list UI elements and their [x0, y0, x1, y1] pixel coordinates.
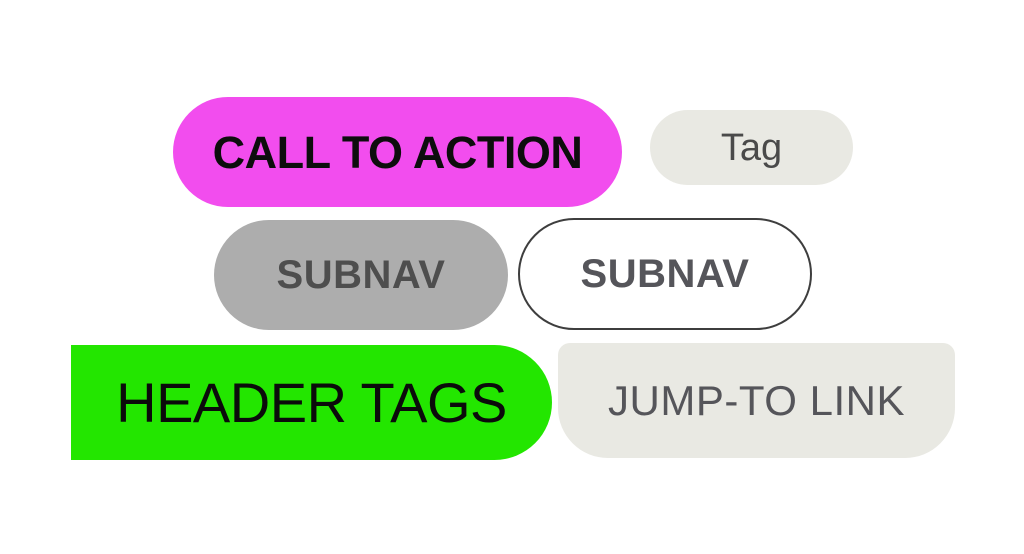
- call-to-action-button[interactable]: CALL TO ACTION: [173, 97, 622, 207]
- subnav-filled-button[interactable]: SUBNAV: [214, 220, 508, 330]
- header-tags-label: HEADER TAGS: [116, 370, 507, 434]
- subnav-outlined-button[interactable]: SUBNAV: [518, 218, 812, 330]
- subnav-outlined-label: SUBNAV: [580, 252, 750, 296]
- jump-to-link-button[interactable]: JUMP-TO LINK: [558, 343, 955, 458]
- header-tags-button[interactable]: HEADER TAGS: [71, 345, 552, 460]
- subnav-filled-label: SUBNAV: [276, 253, 446, 297]
- jump-to-link-label: JUMP-TO LINK: [608, 376, 905, 424]
- call-to-action-label: CALL TO ACTION: [212, 126, 583, 178]
- tag-chip[interactable]: Tag: [650, 110, 853, 185]
- tag-chip-label: Tag: [720, 126, 783, 169]
